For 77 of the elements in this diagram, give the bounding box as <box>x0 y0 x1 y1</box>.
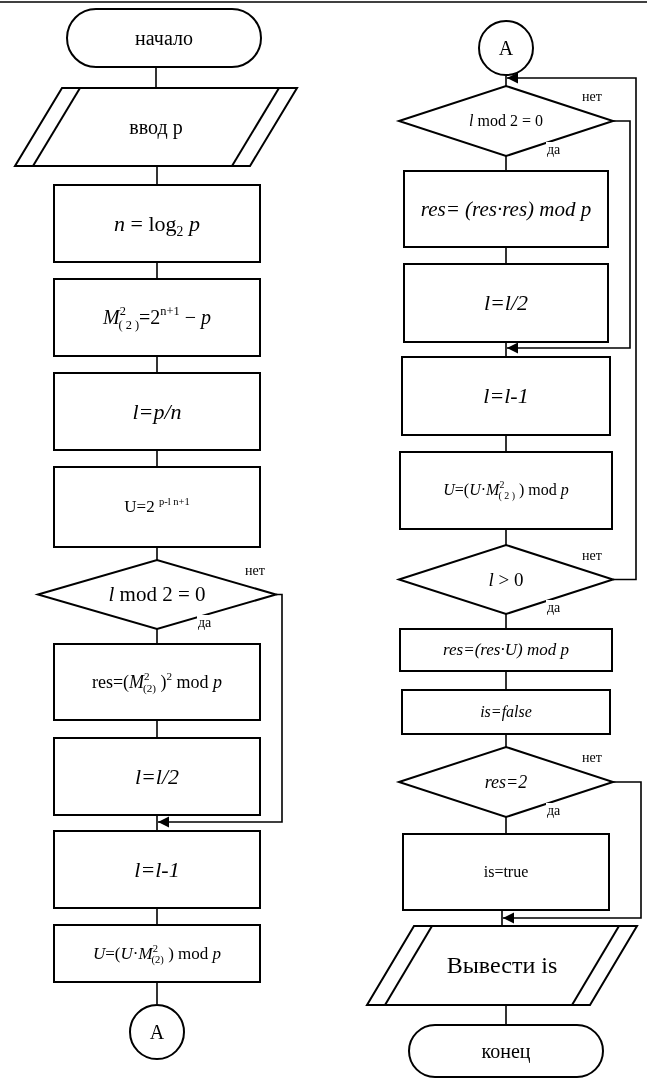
node-text: res=(M$^{2}$$_{(2)}$ )$^{2}$ mod p <box>91 671 223 693</box>
process-box <box>53 278 261 357</box>
connector-line <box>505 529 507 546</box>
node-text: конец <box>481 1039 531 1063</box>
process-box <box>403 263 609 343</box>
edge-label: да <box>546 142 562 158</box>
decision-diamond <box>399 86 613 156</box>
node-text: A <box>149 1020 165 1044</box>
connector-line <box>505 671 507 690</box>
node-text: l=l/2 <box>134 763 180 790</box>
connector-line <box>505 435 507 452</box>
decision-diamond <box>399 545 613 614</box>
process-box <box>399 628 613 672</box>
process-box <box>53 924 261 983</box>
node-text: l=l/2 <box>483 290 529 316</box>
node-text: начало <box>135 26 193 50</box>
node-text: U=(U·M$^{2}$$_{(2)}$ ) mod p <box>93 943 221 964</box>
process-box <box>53 737 261 816</box>
node-text: ввод p <box>129 115 183 139</box>
node-text: is=false <box>480 702 532 722</box>
connector-line <box>505 816 507 834</box>
decision-diamond <box>399 747 613 817</box>
edge-label: да <box>546 803 562 819</box>
connector-line <box>156 262 158 279</box>
terminator <box>66 8 262 68</box>
node-text: res= (res·res) mod p <box>420 196 592 222</box>
connector-line <box>505 247 507 264</box>
connector-line <box>156 982 158 1005</box>
connector-line <box>155 67 157 89</box>
edge-label: да <box>546 600 562 616</box>
connector-line <box>505 75 507 87</box>
node-text: U=(U·M$^{2}$$_{( 2 )}$ ) mod p <box>443 481 569 500</box>
connector-line <box>505 613 507 629</box>
arrow <box>506 120 631 354</box>
node-text: is=true <box>483 862 529 882</box>
connector-line <box>156 165 158 185</box>
connector-line <box>156 356 158 373</box>
node-text: A <box>498 36 514 60</box>
connector-line <box>505 155 507 171</box>
connector-circle <box>478 20 534 76</box>
connector-line <box>505 1004 507 1025</box>
connector-line <box>156 450 158 467</box>
node-text: l mod 2 = 0 <box>469 111 543 131</box>
connector-line <box>505 342 507 357</box>
node-text: n = log$_{2}$ p <box>114 210 200 237</box>
connector-line <box>156 815 158 831</box>
process-box <box>401 356 611 436</box>
node-text: Вывести is <box>446 951 558 980</box>
connector-circle <box>129 1004 185 1060</box>
process-box <box>53 643 261 721</box>
node-text: res=2 <box>484 771 528 793</box>
process-box <box>53 830 261 909</box>
io-parallelogram <box>367 926 637 1005</box>
process-box <box>402 833 610 911</box>
node-text: l=l-1 <box>483 383 529 409</box>
node-text: l=l-1 <box>134 856 180 883</box>
io-parallelogram <box>15 88 297 166</box>
node-text: res=(res·U) mod p <box>443 640 569 660</box>
connector-line <box>156 908 158 925</box>
arrow <box>502 781 642 924</box>
process-box <box>53 466 261 548</box>
connector-line <box>156 547 158 561</box>
process-box <box>401 689 611 735</box>
terminator <box>408 1024 604 1078</box>
node-text: l > 0 <box>488 568 524 591</box>
connector-line <box>501 910 503 927</box>
node-text: l=p/n <box>132 398 182 425</box>
connector-line <box>505 734 507 748</box>
process-box <box>399 451 613 530</box>
connector-line <box>156 628 158 644</box>
node-text: U=2 $^{p-l n+1}$ <box>124 497 190 517</box>
arrow <box>157 593 283 828</box>
arrow <box>506 72 637 581</box>
process-box <box>403 170 609 248</box>
process-box <box>53 372 261 451</box>
process-box <box>53 184 261 263</box>
connector-line <box>156 720 158 738</box>
